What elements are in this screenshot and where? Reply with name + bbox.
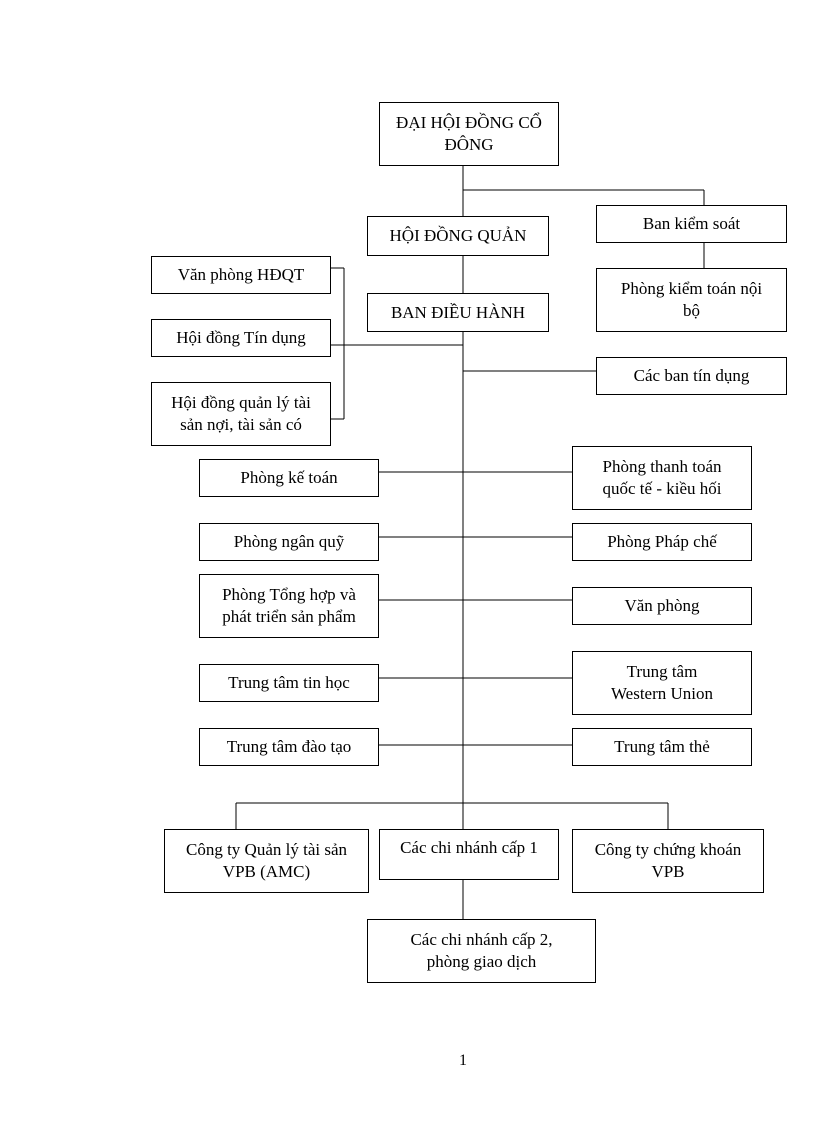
node-phong-ke-toan: Phòng kế toán	[199, 459, 379, 497]
node-trung-tam-the: Trung tâm thẻ	[572, 728, 752, 766]
node-ban-kiem-soat: Ban kiểm soát	[596, 205, 787, 243]
node-hoi-dong-quan: HỘI ĐỒNG QUẢN	[367, 216, 549, 256]
node-hoi-dong-tin-dung: Hội đồng Tín dụng	[151, 319, 331, 357]
node-phong-kiem-toan-noi-bo: Phòng kiểm toán nội bộ	[596, 268, 787, 332]
node-phong-thanh-toan: Phòng thanh toán quốc tế - kiều hối	[572, 446, 752, 510]
node-cac-ban-tin-dung: Các ban tín dụng	[596, 357, 787, 395]
node-van-phong-hdqt: Văn phòng HĐQT	[151, 256, 331, 294]
node-cac-chi-nhanh-cap-1: Các chi nhánh cấp 1	[379, 829, 559, 880]
node-phong-tong-hop: Phòng Tổng hợp và phát triển sản phẩm	[199, 574, 379, 638]
node-trung-tam-western-union: Trung tâm Western Union	[572, 651, 752, 715]
node-ban-dieu-hanh: BAN ĐIỀU HÀNH	[367, 293, 549, 332]
node-phong-phap-che: Phòng Pháp chế	[572, 523, 752, 561]
node-hoi-dong-quan-ly-tai-san: Hội đồng quản lý tài sản nợi, tài sản có	[151, 382, 331, 446]
node-phong-ngan-quy: Phòng ngân quỹ	[199, 523, 379, 561]
page-number: 1	[459, 1052, 467, 1069]
node-trung-tam-dao-tao: Trung tâm đào tạo	[199, 728, 379, 766]
node-trung-tam-tin-hoc: Trung tâm tin học	[199, 664, 379, 702]
node-cong-ty-chung-khoan: Công ty chứng khoán VPB	[572, 829, 764, 893]
node-cac-chi-nhanh-cap-2: Các chi nhánh cấp 2, phòng giao dịch	[367, 919, 596, 983]
node-van-phong: Văn phòng	[572, 587, 752, 625]
node-dai-hoi-dong-co-dong: ĐẠI HỘI ĐỒNG CỔ ĐÔNG	[379, 102, 559, 166]
node-cong-ty-quan-ly-tai-san: Công ty Quản lý tài sản VPB (AMC)	[164, 829, 369, 893]
